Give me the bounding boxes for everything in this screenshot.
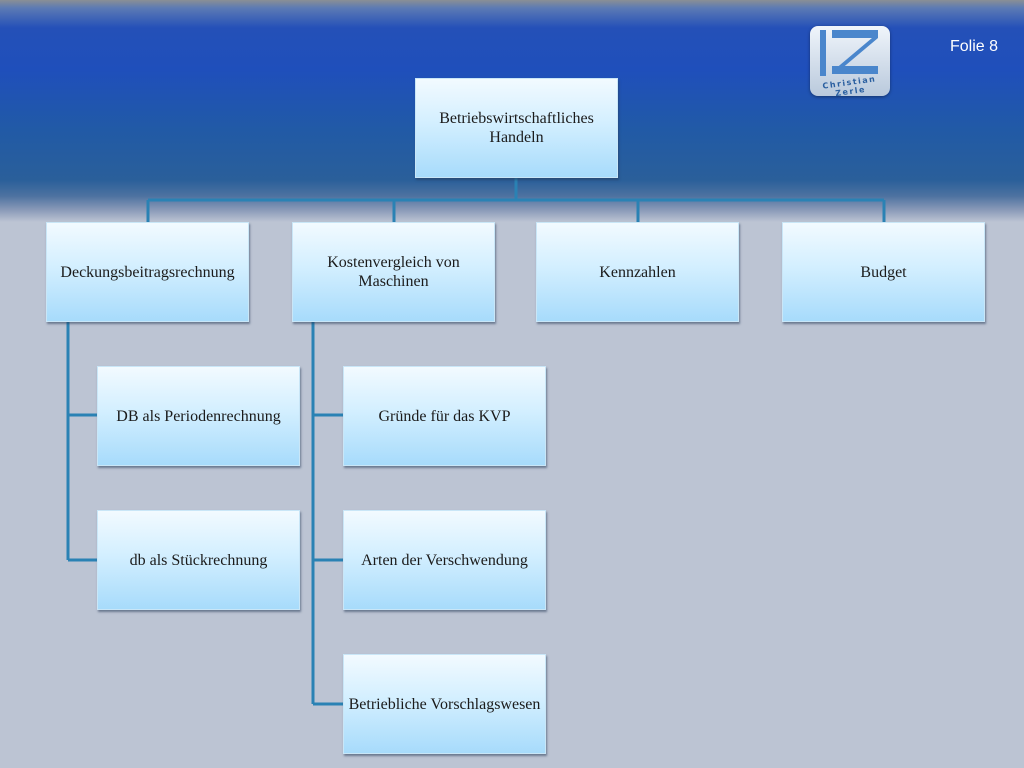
- slide-number: Folie 8: [949, 38, 998, 55]
- node-kostenvergleich: Kostenvergleich von Maschinen: [292, 222, 495, 322]
- root-node: Betriebswirtschaftliches Handeln: [415, 78, 618, 178]
- node-budget: Budget: [782, 222, 985, 322]
- node-vorschlagswesen: Betriebliche Vorschlagswesen: [343, 654, 546, 754]
- node-arten-verschwendung: Arten der Verschwendung: [343, 510, 546, 610]
- node-db-stueckrechnung: db als Stückrechnung: [97, 510, 300, 610]
- node-deckungsbeitragsrechnung: Deckungsbeitragsrechnung: [46, 222, 249, 322]
- node-kennzahlen: Kennzahlen: [536, 222, 739, 322]
- node-gruende-kvp: Gründe für das KVP: [343, 366, 546, 466]
- logo: Christian Zerle: [810, 26, 890, 98]
- logo-mark-icon: [820, 30, 878, 76]
- node-db-periodenrechnung: DB als Periodenrechnung: [97, 366, 300, 466]
